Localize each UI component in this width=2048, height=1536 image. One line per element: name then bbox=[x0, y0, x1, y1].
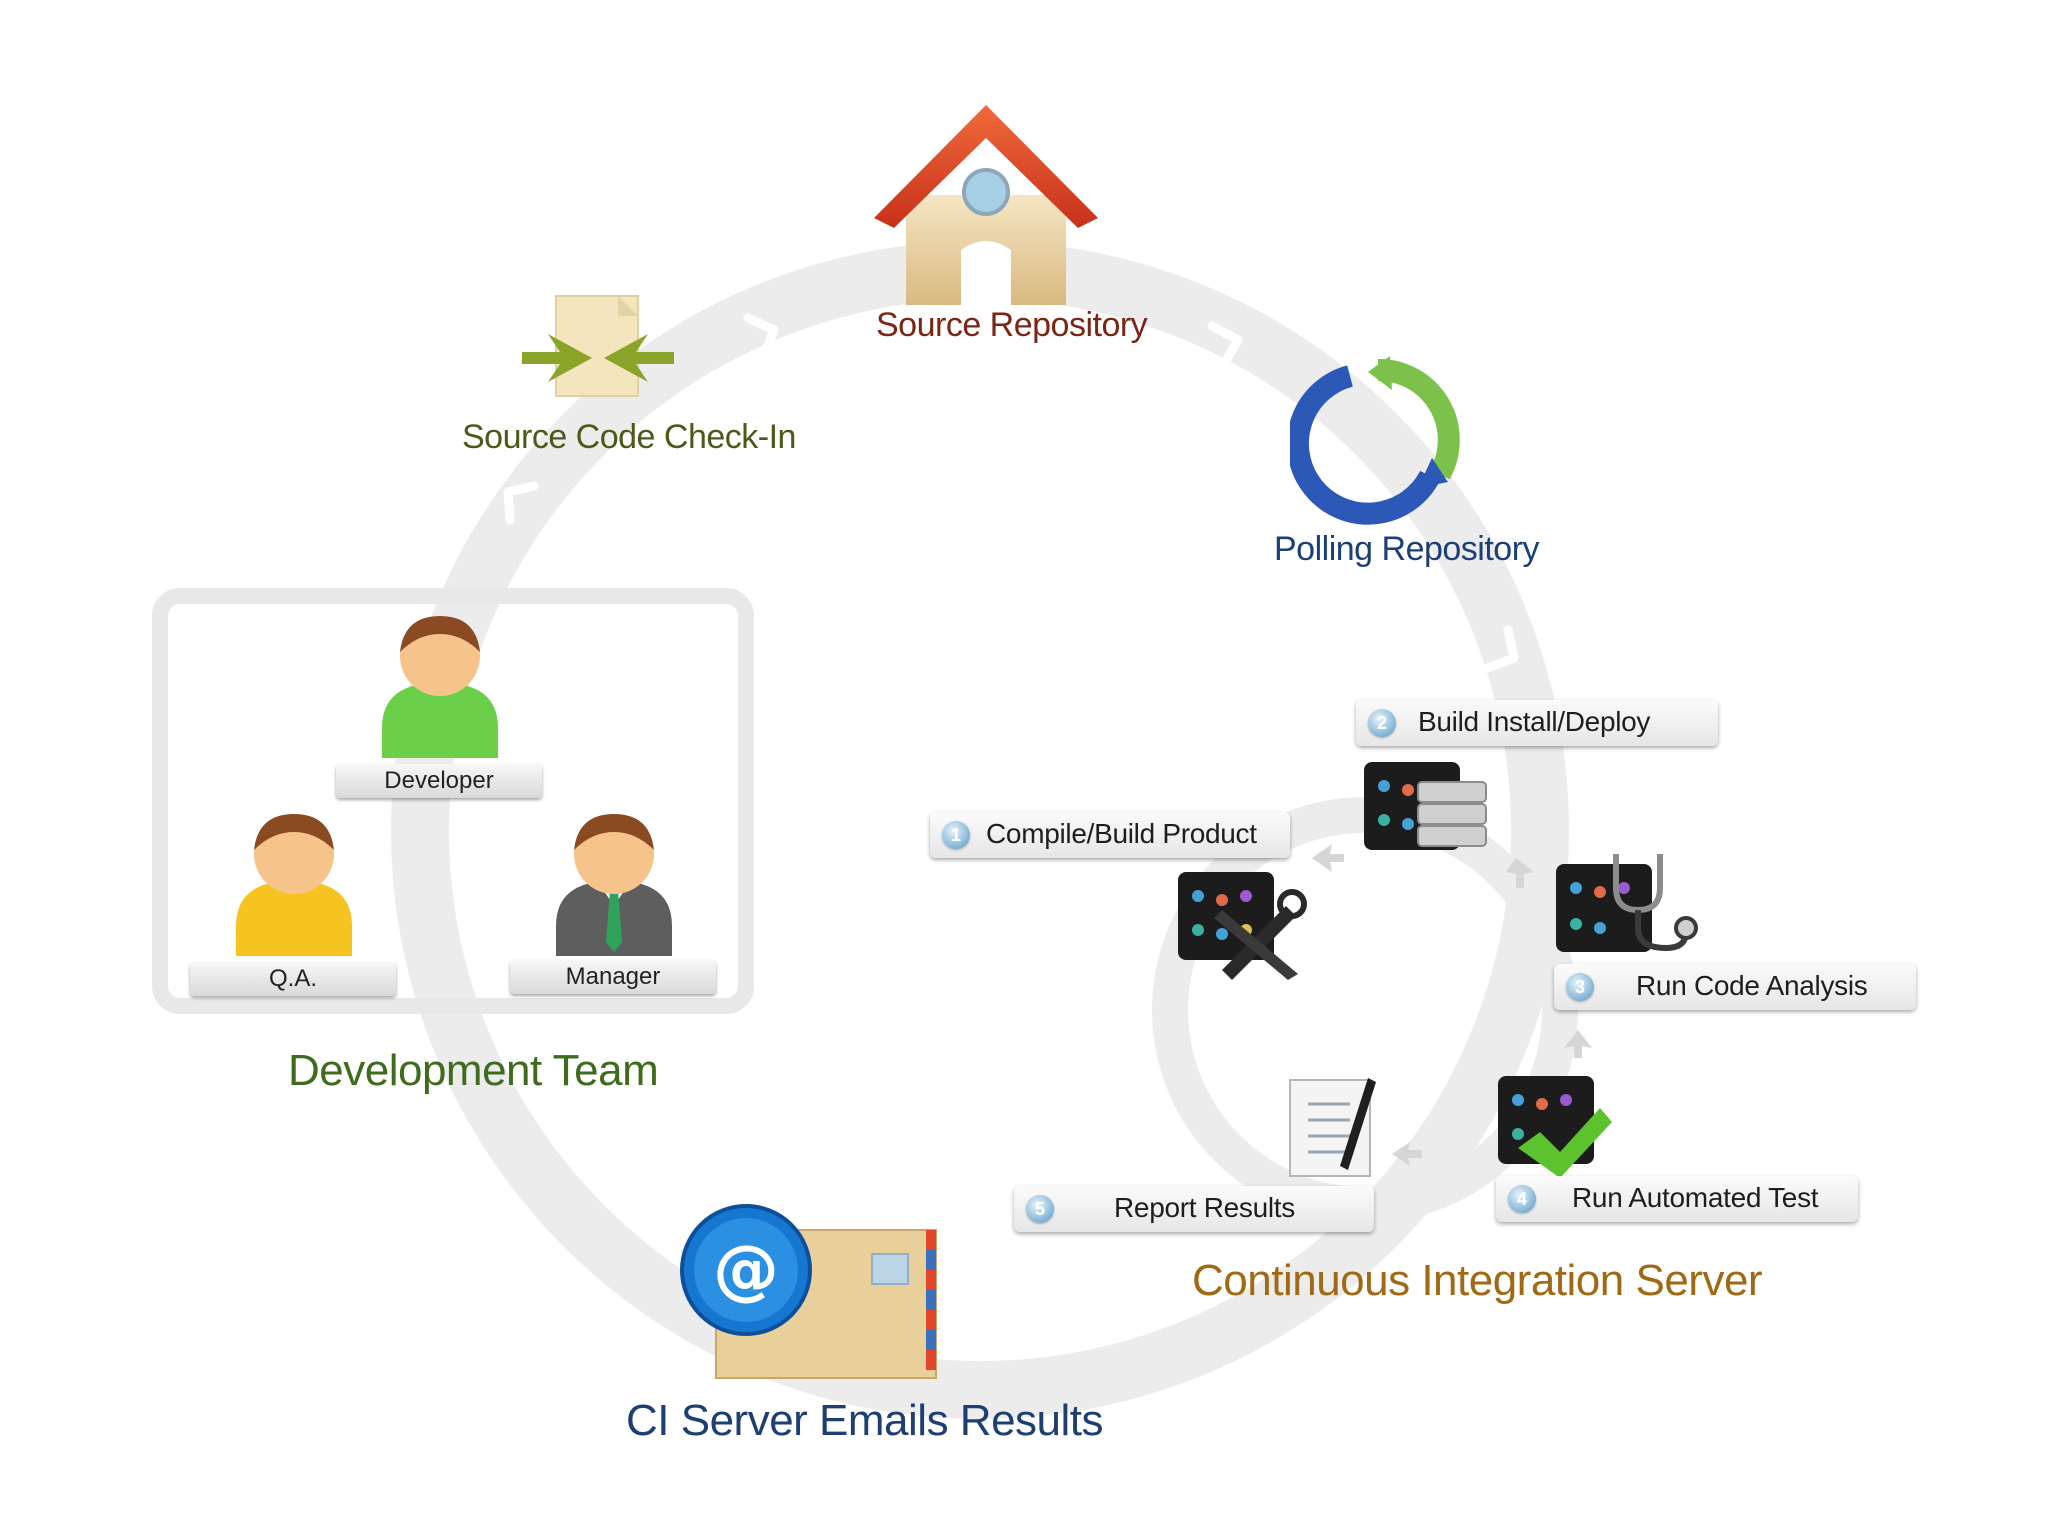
step-automated-test-pill: 4 Run Automated Test bbox=[1496, 1176, 1858, 1222]
step-5-label: Report Results bbox=[1114, 1192, 1295, 1223]
step-1-number-icon: 1 bbox=[942, 821, 970, 849]
step-5-number-icon: 5 bbox=[1026, 1195, 1054, 1223]
ring-arrow-4 bbox=[1073, 1287, 1117, 1323]
ci-arrow-4 bbox=[1392, 1142, 1422, 1166]
ring-arrow-3 bbox=[1483, 625, 1519, 673]
step-3-label: Run Code Analysis bbox=[1636, 970, 1868, 1001]
automated-test-check-icon bbox=[1498, 1076, 1612, 1178]
source-repository-label: Source Repository bbox=[876, 306, 1148, 344]
development-team-label: Development Team bbox=[288, 1046, 659, 1095]
server-database-icon bbox=[1364, 762, 1487, 850]
ci-server-label: Continuous Integration Server bbox=[1192, 1256, 1763, 1305]
stethoscope-analysis-icon bbox=[1556, 854, 1698, 952]
email-envelope-icon: @ bbox=[680, 1204, 937, 1379]
step-compile-build-pill: 1 Compile/Build Product bbox=[930, 812, 1290, 858]
developer-role-pill: Developer bbox=[336, 764, 542, 798]
ci-arrow-1 bbox=[1312, 844, 1344, 872]
merge-arrows-icon bbox=[522, 295, 674, 397]
house-icon bbox=[874, 105, 1098, 305]
qa-role-pill: Q.A. bbox=[190, 962, 396, 996]
step-4-label: Run Automated Test bbox=[1572, 1182, 1819, 1213]
step-code-analysis-pill: 3 Run Code Analysis bbox=[1554, 964, 1916, 1010]
step-2-label: Build Install/Deploy bbox=[1418, 706, 1651, 737]
polling-repository-label: Polling Repository bbox=[1274, 530, 1540, 568]
svg-text:@: @ bbox=[713, 1231, 779, 1308]
ring-arrow-6 bbox=[503, 481, 539, 525]
step-4-number-icon: 4 bbox=[1508, 1185, 1536, 1213]
manager-avatar-icon bbox=[556, 814, 672, 956]
developer-label: Developer bbox=[384, 767, 494, 794]
ring-arrow-1 bbox=[743, 313, 779, 361]
source-code-checkin-label: Source Code Check-In bbox=[462, 418, 796, 456]
developer-avatar-icon bbox=[382, 616, 498, 758]
step-2-number-icon: 2 bbox=[1368, 709, 1396, 737]
manager-label: Manager bbox=[565, 963, 661, 990]
ci-arrow-3 bbox=[1564, 1030, 1592, 1058]
ci-emails-label: CI Server Emails Results bbox=[626, 1396, 1104, 1445]
compile-tools-icon bbox=[1178, 872, 1307, 980]
step-3-number-icon: 3 bbox=[1566, 973, 1594, 1001]
qa-label: Q.A. bbox=[268, 965, 317, 992]
qa-avatar-icon bbox=[236, 814, 352, 956]
manager-role-pill: Manager bbox=[510, 960, 716, 994]
report-checklist-icon bbox=[1289, 1078, 1376, 1177]
ring-arrow-5 bbox=[565, 1135, 595, 1185]
ci-arrow-2 bbox=[1506, 858, 1534, 888]
step-1-label: Compile/Build Product bbox=[986, 818, 1257, 849]
ring-arrow-2 bbox=[1207, 321, 1243, 369]
refresh-cycle-icon bbox=[1290, 356, 1460, 525]
step-report-results-pill: 5 Report Results bbox=[1014, 1186, 1374, 1232]
development-team-box bbox=[152, 588, 754, 1014]
step-build-install-pill: 2 Build Install/Deploy bbox=[1356, 700, 1718, 746]
